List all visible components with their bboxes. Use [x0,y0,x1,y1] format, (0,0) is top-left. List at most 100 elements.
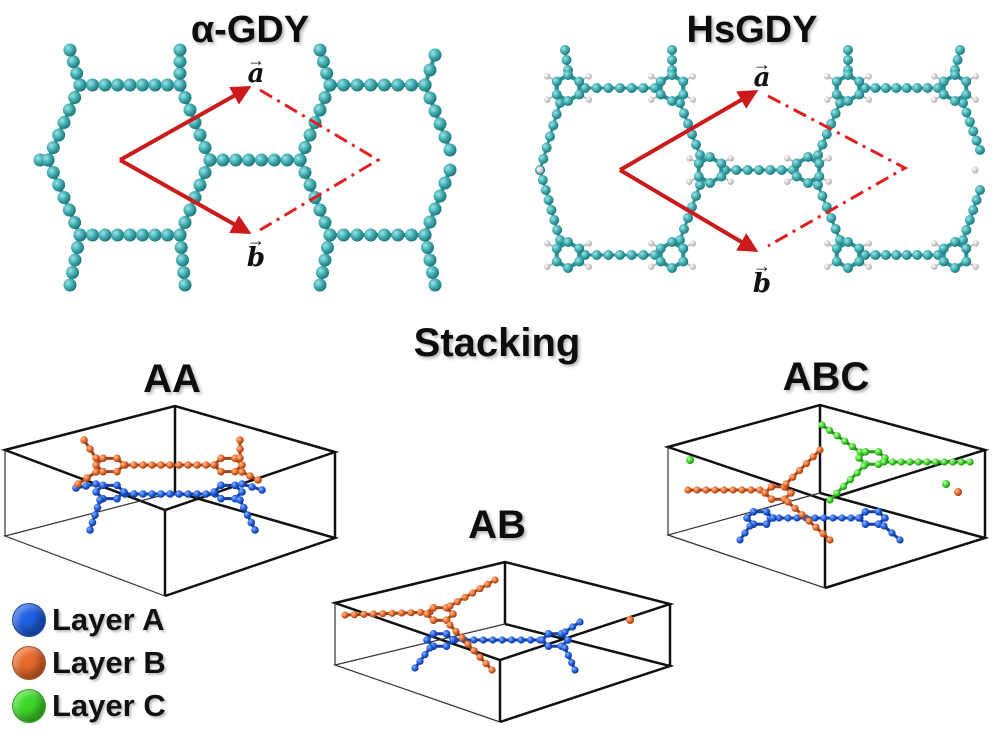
atom [120,488,128,496]
vector-a-label: a [754,63,771,93]
atom [855,514,863,522]
atom [148,461,156,469]
atom [576,618,584,626]
atom [971,135,982,146]
atom [498,636,506,644]
atom [975,145,985,155]
atom [747,486,755,494]
atom [880,83,891,93]
atom [975,185,985,195]
atom [564,651,572,659]
unit-cell-dashed [259,88,381,232]
atom [870,83,881,93]
atom [791,171,802,182]
atom [41,153,55,167]
atom [239,503,248,512]
atom [92,461,100,469]
atom [693,486,701,494]
atom [540,185,551,195]
atom [961,225,972,235]
vector-a-arrow [119,86,252,162]
atom [971,195,982,205]
atom [178,91,192,104]
atom [626,616,634,624]
atom [254,476,262,484]
atom [843,263,853,273]
atom [922,250,933,260]
atom [940,458,948,466]
atom [775,514,783,522]
atom [238,461,246,469]
atom [831,256,842,267]
atom [720,486,728,494]
atom [57,116,71,129]
atom [551,243,562,254]
atom [161,228,174,242]
atom [551,109,562,120]
atom [843,70,853,80]
atom [489,636,497,644]
atom [231,467,239,476]
atom [961,256,972,267]
atom [555,98,565,108]
atom [476,653,484,661]
atom [57,191,71,204]
atom [63,43,77,57]
atom [667,263,677,273]
atom [428,202,442,216]
layer-b-swatch [12,645,46,680]
atom [438,130,452,144]
atom [546,205,557,215]
atom [803,178,813,188]
atom [508,636,516,644]
atom [716,158,727,169]
atom [86,445,94,453]
atom [923,458,931,466]
atom [91,511,99,519]
atom [176,253,189,267]
legend-item-layer-c: Layer C [12,684,232,727]
atom [184,461,192,469]
atom [821,129,832,140]
hydrogen-atom [972,96,979,103]
atom [817,139,828,150]
atom [202,461,210,469]
stacking-abc-label: ABC [783,355,870,399]
atom [267,153,281,167]
atom [337,228,351,242]
atom [177,266,191,279]
atom [174,241,188,254]
atom [817,191,828,201]
atom [148,228,162,242]
atom [193,178,207,192]
atom [767,495,776,503]
atom [563,70,573,80]
atom [198,166,212,179]
atom [62,103,76,117]
atom [860,462,868,470]
hydrogen-atom [648,240,655,247]
atom [683,118,693,129]
atom [838,514,846,522]
atom [568,659,576,667]
atom [552,225,563,235]
atom [83,474,91,482]
atom [574,243,585,254]
atom [242,153,256,167]
atom [468,589,477,597]
atom [729,486,737,494]
atom [831,76,842,87]
atom [183,203,197,217]
atom [173,66,187,80]
atom [231,481,239,490]
atom [544,630,553,638]
atom [889,458,897,466]
atom [765,165,776,175]
atom [861,520,870,528]
atom [736,536,744,544]
atom [68,253,82,267]
atom [238,480,246,488]
atom [791,504,799,512]
atom [429,630,438,638]
atom [938,89,949,100]
